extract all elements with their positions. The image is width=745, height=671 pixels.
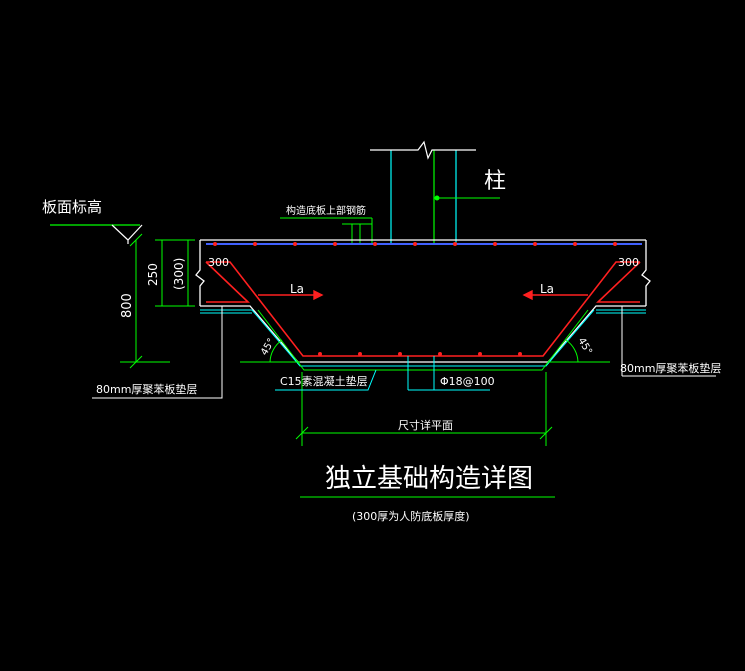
plan-size-label: 尺寸详平面	[398, 418, 453, 432]
rebar-spec-leader	[407, 356, 490, 391]
column-label: 柱	[484, 169, 506, 194]
dim-250-label: 250	[146, 263, 160, 286]
elevation-symbol	[50, 224, 143, 244]
c15-leader	[275, 369, 377, 391]
cushion-leaders	[92, 306, 716, 399]
drawing-subtitle: (300厚为人防底板厚度)	[352, 509, 470, 523]
angle-right-label: 45°	[575, 336, 593, 357]
drawing-title: 独立基础构造详图	[325, 464, 533, 494]
column	[370, 140, 476, 244]
polystyrene-cushion	[200, 309, 646, 371]
slab-top-rebar-leader	[280, 217, 373, 244]
rebar-bottom	[205, 261, 641, 357]
slab-top-rebar-label: 构造底板上部钢筋	[286, 204, 366, 217]
slab-elevation-label: 板面标高	[42, 198, 102, 216]
la-right-label: La	[540, 282, 554, 296]
la-left-label: La	[290, 282, 304, 296]
column-leader	[434, 195, 500, 201]
dim-300-paren-label: (300)	[172, 258, 186, 290]
dim-300-left-label: 300	[208, 256, 229, 269]
c15-layer-label: C15素混凝土垫层	[280, 374, 368, 388]
dim-800-label: 800	[120, 293, 135, 318]
cushion-right-label: 80mm厚聚苯板垫层	[620, 361, 721, 375]
la-arrows	[258, 289, 588, 301]
concrete-outline	[195, 239, 651, 363]
dim-300-right-label: 300	[618, 256, 639, 269]
horizontal-dimension	[295, 372, 553, 446]
cushion-left-label: 80mm厚聚苯板垫层	[96, 382, 197, 396]
vertical-dimensions	[120, 233, 195, 369]
angle-arcs	[240, 339, 610, 363]
rebar-dots	[213, 242, 617, 356]
rebar-spec-label: Φ18@100	[440, 375, 495, 388]
